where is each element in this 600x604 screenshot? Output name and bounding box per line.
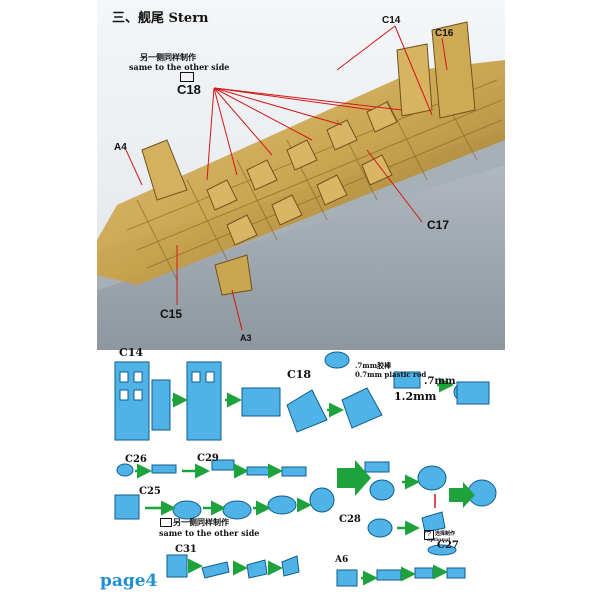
mirror-icon [160,518,172,527]
label-c16: C16 [435,28,454,39]
label-c18: C18 [177,82,201,97]
question-icon: ? [424,530,434,540]
rod-note-cn: .7mm胶棒 [355,361,392,370]
page-number: page4 [100,571,158,591]
label-c15: C15 [160,307,183,321]
optional-cn: 选择制作 [435,531,456,537]
diag-label-a6: A6 [335,555,349,565]
diag-label-c26: C26 [125,454,147,465]
stern-photo: 三、舰尾 Stern C14 C16 另一侧同样制作 same to the o… [97,0,505,350]
assembly-steps-illustration [114,351,497,587]
rod-length: .7mm [424,376,456,387]
label-c14: C14 [382,15,401,26]
note-en: same to the other side [129,62,230,72]
diag-label-c18: C18 [287,368,312,381]
label-a4: A4 [114,142,127,153]
diag-label-c25: C25 [139,486,161,497]
diag-label-c27: C27 [437,540,459,551]
rod-note-en: 0.7mm plastic rod [355,370,427,379]
section-title: 三、舰尾 Stern [112,11,209,26]
note-cn: 另一侧同样制作 [140,52,196,62]
diag-label-c28: C28 [339,514,361,525]
mirror-icon [180,72,194,82]
stern-model-illustration [97,21,505,350]
label-c17: C17 [427,218,450,232]
diag-label-c31: C31 [175,544,197,555]
diag-label-c29: C29 [197,453,219,464]
diag-note-cn: 另一侧同样制作 [173,517,229,527]
assembly-diagram: C14 C18 .7mm胶棒 0.7mm plastic rod .7mm 1.… [97,346,505,600]
label-a3: A3 [240,333,252,343]
rod-cut-length: 1.2mm [394,390,437,403]
diag-note-en: same to the other side [159,528,260,538]
diag-label-c14: C14 [119,346,144,359]
optional-en: optional [427,537,451,543]
